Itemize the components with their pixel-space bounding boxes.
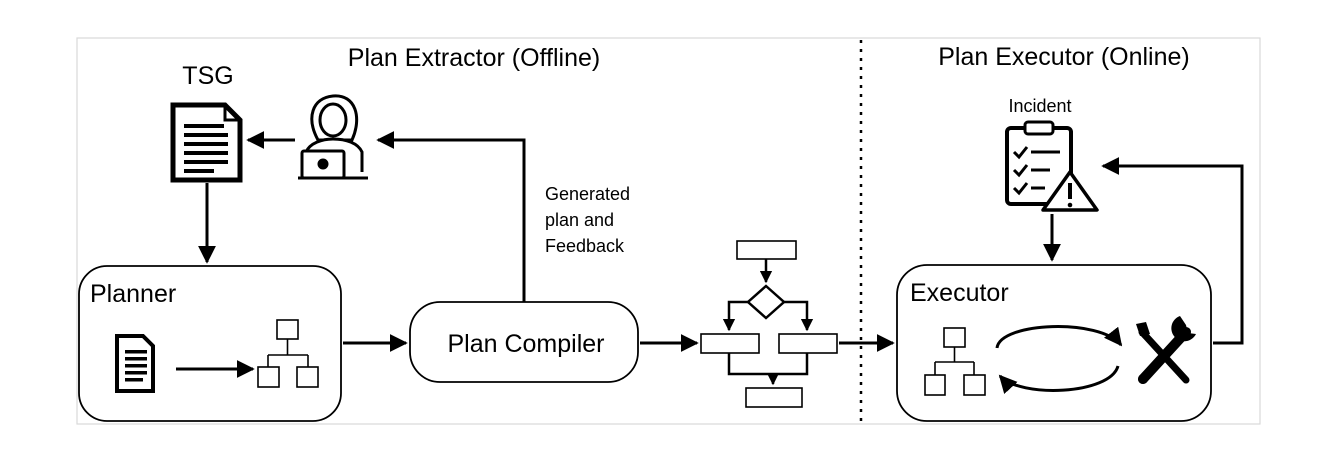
arrow-executor-to-incident	[1101, 157, 1244, 345]
document-icon	[170, 102, 243, 183]
tree-structure-icon	[257, 319, 319, 388]
wrench-screwdriver-icon	[1136, 316, 1196, 384]
incident-label: Incident	[1008, 96, 1071, 116]
outer-frame	[76, 37, 1261, 425]
planner-label: Planner	[90, 280, 176, 308]
flowchart-icon	[700, 240, 838, 408]
feedback-label-3: Feedback	[545, 236, 625, 256]
clipboard-warning-icon	[1005, 120, 1099, 212]
executor-title: Plan Executor (Online)	[938, 43, 1190, 71]
tree-structure-icon	[924, 327, 986, 396]
cycle-arrows-icon	[995, 325, 1123, 395]
executor-label: Executor	[910, 279, 1009, 307]
tsg-label: TSG	[182, 62, 233, 90]
feedback-label-2: plan and	[545, 210, 614, 230]
document-icon	[115, 334, 155, 393]
person-with-laptop-icon	[298, 94, 368, 180]
extractor-title: Plan Extractor (Offline)	[348, 44, 600, 72]
feedback-label-1: Generated	[545, 184, 630, 204]
plan-compiler-label: Plan Compiler	[447, 330, 604, 358]
arrow-feedback-to-reviewer	[376, 131, 526, 302]
